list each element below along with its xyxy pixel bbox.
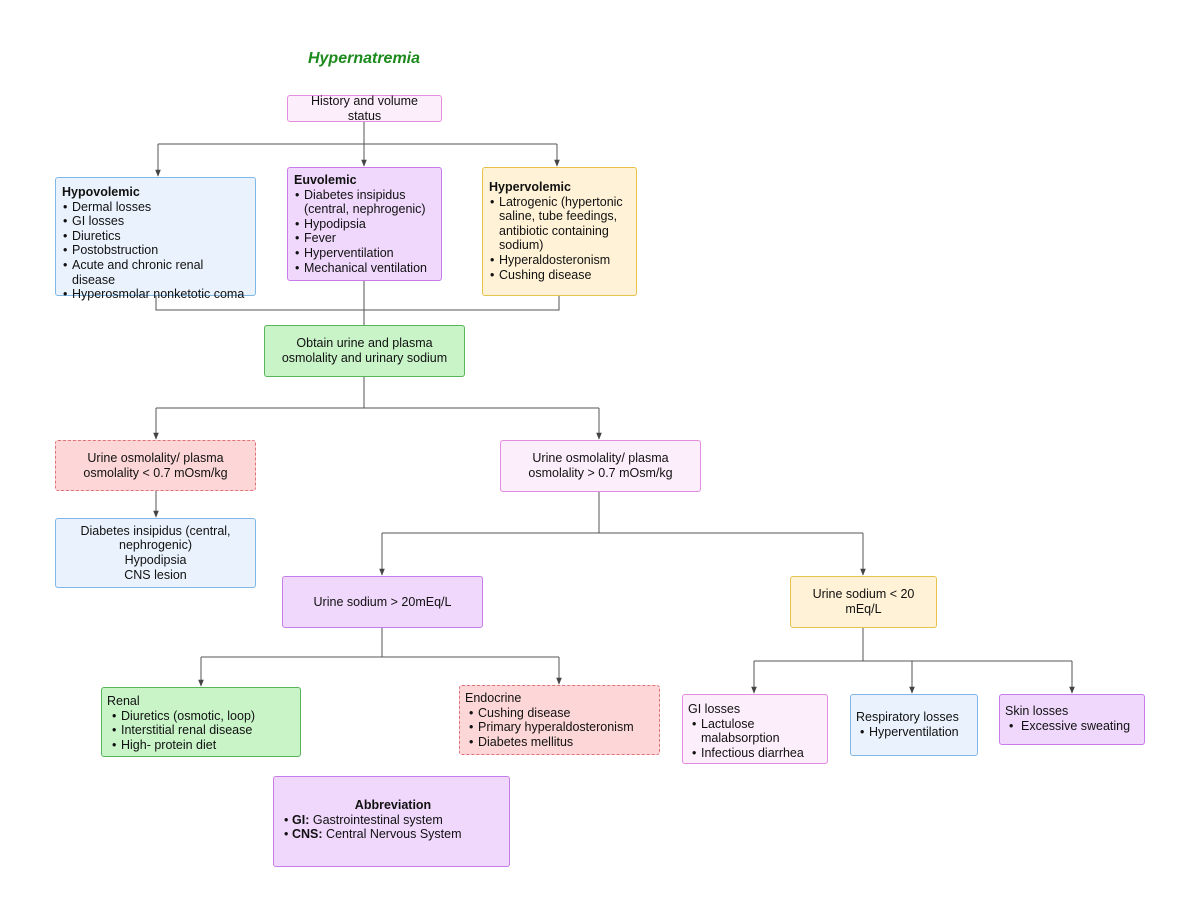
- list-item: CNS: Central Nervous System: [283, 827, 503, 842]
- list-item: Hyperventilation: [294, 246, 435, 261]
- list-item: Lactulose malabsorption: [691, 717, 821, 746]
- respiratory-heading: Respiratory losses: [856, 710, 959, 724]
- na-low-text: Urine sodium < 20 mEq/L: [812, 587, 915, 616]
- skin-list: Excessive sweating: [1005, 719, 1138, 734]
- skin-heading: Skin losses: [1005, 704, 1069, 718]
- gi-losses-box: GI losses Lactulose malabsorption Infect…: [682, 694, 828, 764]
- osm-high-text: Urine osmolality/ plasma osmolality > 0.…: [528, 451, 673, 480]
- hypervolemic-list: Latrogenic (hypertonic saline, tube feed…: [489, 195, 630, 283]
- diagram-title: Hypernatremia: [307, 50, 421, 67]
- abbreviation-list: GI: Gastrointestinal system CNS: Central…: [283, 813, 503, 842]
- endocrine-heading: Endocrine: [465, 691, 522, 705]
- list-item: Diuretics (osmotic, loop): [111, 709, 294, 724]
- osm-low-text: Urine osmolality/ plasma osmolality < 0.…: [83, 450, 228, 480]
- gi-list: Lactulose malabsorption Infectious diarr…: [688, 717, 821, 761]
- list-item: Acute and chronic renal disease: [62, 258, 249, 287]
- euvolemic-list: Diabetes insipidus (central, nephrogenic…: [294, 188, 435, 276]
- endocrine-box: Endocrine Cushing disease Primary hypera…: [459, 685, 660, 755]
- abbreviation-heading: Abbreviation: [354, 798, 432, 812]
- hypervolemic-heading: Hypervolemic: [489, 180, 571, 194]
- list-item: Hyperaldosteronism: [489, 253, 630, 268]
- renal-heading: Renal: [107, 694, 140, 708]
- na-high-text: Urine sodium > 20mEq/L: [313, 594, 452, 609]
- list-item: Diuretics: [62, 229, 249, 244]
- list-item: GI: Gastrointestinal system: [283, 813, 503, 828]
- hypovolemic-box: Hypovolemic Dermal losses GI losses Diur…: [55, 177, 256, 301]
- history-box: History and volume status: [287, 93, 442, 123]
- urine-sodium-high-box: Urine sodium > 20mEq/L: [282, 576, 483, 628]
- skin-losses-box: Skin losses Excessive sweating: [999, 694, 1145, 745]
- respiratory-list: Hyperventilation: [856, 725, 971, 740]
- list-item: Excessive sweating: [1008, 719, 1138, 734]
- hypovolemic-list: Dermal losses GI losses Diuretics Postob…: [62, 200, 249, 302]
- abbrev-term: GI:: [292, 812, 310, 827]
- list-item: Primary hyperaldosteronism: [468, 720, 653, 735]
- list-item: GI losses: [62, 214, 249, 229]
- euvolemic-heading: Euvolemic: [294, 173, 357, 187]
- list-item: Hypodipsia: [294, 217, 435, 232]
- renal-list: Diuretics (osmotic, loop) Interstitial r…: [107, 709, 294, 753]
- renal-box: Renal Diuretics (osmotic, loop) Intersti…: [101, 687, 301, 757]
- list-item: Infectious diarrhea: [691, 746, 821, 761]
- list-item: Hyperventilation: [859, 725, 971, 740]
- osmolality-high-box: Urine osmolality/ plasma osmolality > 0.…: [500, 440, 701, 492]
- di-line: Hypodipsia: [124, 553, 187, 567]
- list-item: Hyperosmolar nonketotic coma: [62, 287, 249, 302]
- list-item: Mechanical ventilation: [294, 261, 435, 276]
- abbrev-definition: Gastrointestinal system: [312, 812, 443, 827]
- history-text: History and volume status: [311, 93, 418, 123]
- osmolality-low-box: Urine osmolality/ plasma osmolality < 0.…: [55, 440, 256, 491]
- hypervolemic-box: Hypervolemic Latrogenic (hypertonic sali…: [482, 167, 637, 296]
- euvolemic-box: Euvolemic Diabetes insipidus (central, n…: [287, 167, 442, 281]
- connector-merge: [155, 296, 560, 311]
- list-item: Fever: [294, 231, 435, 246]
- list-item: Diabetes mellitus: [468, 735, 653, 750]
- di-line: Diabetes insipidus (central, nephrogenic…: [80, 523, 231, 553]
- list-item: Diabetes insipidus (central, nephrogenic…: [294, 188, 435, 217]
- list-item: Postobstruction: [62, 243, 249, 258]
- abbreviation-box: Abbreviation GI: Gastrointestinal system…: [273, 776, 510, 867]
- urine-sodium-low-box: Urine sodium < 20 mEq/L: [790, 576, 937, 628]
- list-item: Cushing disease: [489, 268, 630, 283]
- abbrev-term: CNS:: [292, 827, 323, 842]
- endocrine-list: Cushing disease Primary hyperaldosteroni…: [465, 706, 653, 750]
- obtain-osmolality-box: Obtain urine and plasma osmolality and u…: [264, 325, 465, 377]
- gi-heading: GI losses: [688, 702, 741, 716]
- list-item: Interstitial renal disease: [111, 723, 294, 738]
- respiratory-losses-box: Respiratory losses Hyperventilation: [850, 694, 978, 756]
- list-item: High- protein diet: [111, 738, 294, 753]
- diabetes-insipidus-box: Diabetes insipidus (central, nephrogenic…: [55, 518, 256, 588]
- list-item: Latrogenic (hypertonic saline, tube feed…: [489, 195, 630, 253]
- di-line: CNS lesion: [124, 567, 187, 582]
- list-item: Dermal losses: [62, 200, 249, 215]
- obtain-text: Obtain urine and plasma osmolality and u…: [281, 336, 448, 365]
- abbrev-definition: Central Nervous System: [326, 827, 462, 842]
- hypovolemic-heading: Hypovolemic: [62, 185, 140, 199]
- list-item: Cushing disease: [468, 706, 653, 721]
